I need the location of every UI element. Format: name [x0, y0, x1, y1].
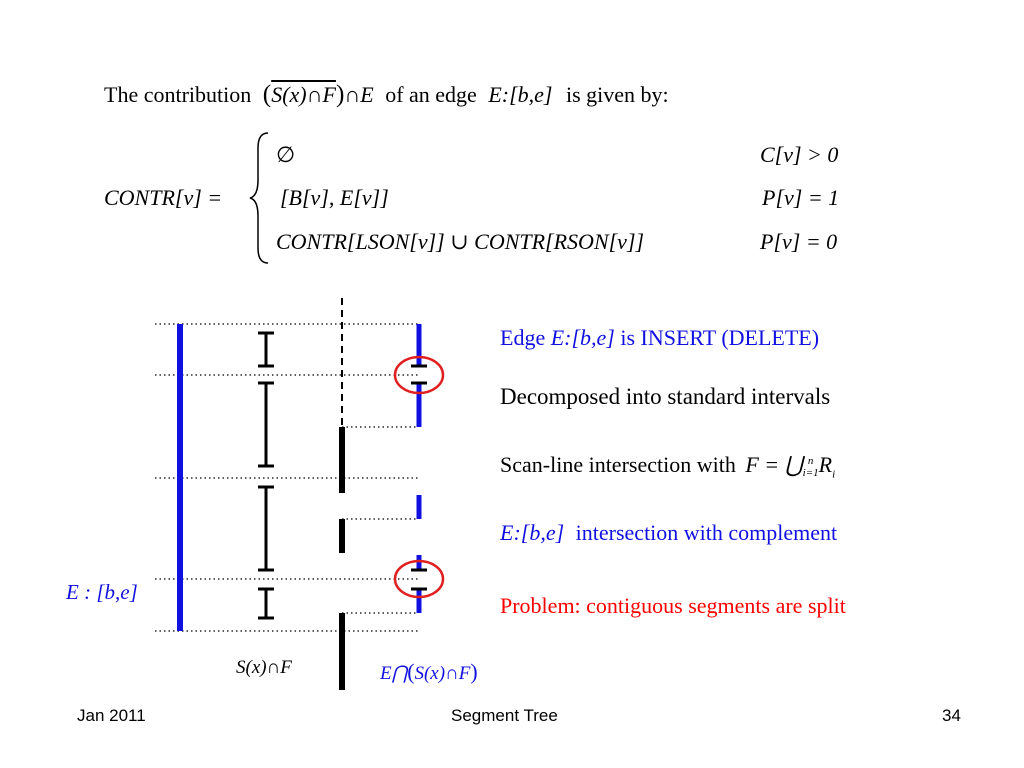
sx-intervals — [258, 331, 274, 620]
bullet-decomposed: Decomposed into standard intervals — [500, 384, 831, 409]
contr-case2-cond: P[v] = 1 — [762, 185, 840, 210]
bullet-problem: Problem: contiguous segments are split — [500, 593, 846, 618]
bullet-edge-insert: Edge E:[b,e] is INSERT (DELETE) — [500, 325, 819, 351]
interval-ibeam — [258, 331, 274, 368]
intro-edge: E:[b,e] — [488, 82, 553, 107]
bullet1-prefix: Edge — [500, 325, 546, 350]
intro-formula: (S(x)∩F)∩E — [262, 80, 374, 108]
intro-formula-inner: S(x)∩F — [271, 82, 336, 107]
footer-date: Jan 2011 — [77, 706, 146, 725]
interval-ibeam — [258, 587, 274, 620]
e-intersection-label: E⋂(S(x)∩F) — [380, 660, 478, 684]
contr-case1-value: ∅ — [276, 142, 296, 167]
split-highlight-circle — [393, 355, 445, 395]
standard-interval-lines — [155, 323, 418, 632]
contr-lhs: CONTR[v] = — [104, 185, 223, 210]
intro-line: The contribution (S(x)∩F)∩E of an edge E… — [104, 80, 669, 109]
intro-prefix: The contribution — [104, 82, 252, 107]
bullet3-var-sub: i — [832, 468, 836, 481]
footer-title: Segment Tree — [451, 706, 558, 725]
intro-mid: of an edge — [385, 82, 477, 107]
bullet4-suffix: intersection with complement — [575, 520, 838, 545]
bullet4-edge: E:[b,e] — [500, 520, 565, 545]
e-intersection-prefix: E⋂ — [380, 663, 408, 684]
bullet3-sup: n — [807, 454, 814, 467]
bullet1-edge: E:[b,e] — [550, 325, 615, 350]
cases-brace — [249, 132, 269, 264]
segment-caps — [411, 364, 427, 591]
contr-case2-value: [B[v], E[v]] — [280, 185, 389, 210]
edge-label: E : [b,e] — [66, 580, 138, 604]
footer-page-number: 34 — [942, 706, 961, 725]
bullet3-var: R — [818, 452, 833, 477]
interval-ibeam — [258, 381, 274, 468]
e-intersection-inner: S(x)∩F — [414, 663, 471, 684]
contr-case1-cond: C[v] > 0 — [760, 142, 839, 167]
intro-suffix: is given by: — [565, 82, 669, 107]
bullet3-prefix: Scan-line intersection with — [500, 452, 736, 477]
bullet3-sub: i=1 — [802, 466, 819, 479]
interval-ibeam — [258, 485, 274, 572]
bullet1-suffix: is INSERT (DELETE) — [620, 325, 820, 350]
split-highlight-circle — [393, 559, 445, 599]
bullet-intersection-complement: E:[b,e] intersection with complement — [500, 520, 837, 546]
bullet3-formula: F = ⋃ — [745, 452, 803, 477]
contr-case3-cond: P[v] = 0 — [760, 229, 838, 254]
sx-label: S(x)∩F — [236, 657, 292, 678]
intro-formula-suffix: ∩E — [344, 82, 374, 107]
contr-case3-value: CONTR[LSON[v]] ∪ CONTR[RSON[v]] — [276, 229, 645, 254]
